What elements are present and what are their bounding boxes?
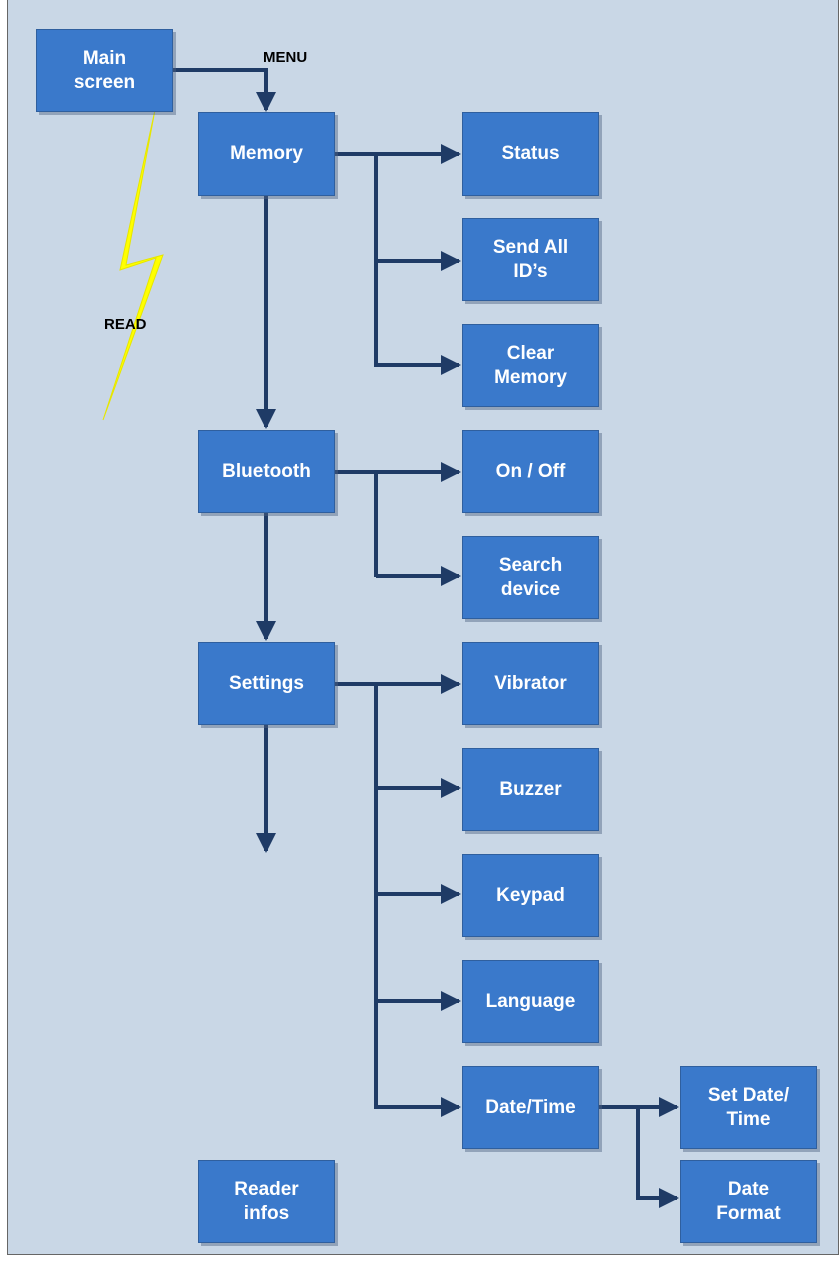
vibrator-node[interactable]: Vibrator	[462, 642, 599, 725]
buzzer-node[interactable]: Buzzer	[462, 748, 599, 831]
on-off-node[interactable]: On / Off	[462, 430, 599, 513]
main-screen-node[interactable]: Main screen	[36, 29, 173, 112]
language-node[interactable]: Language	[462, 960, 599, 1043]
keypad-node[interactable]: Keypad	[462, 854, 599, 937]
settings-node[interactable]: Settings	[198, 642, 335, 725]
search-device-node[interactable]: Search device	[462, 536, 599, 619]
connector-layer	[102, 68, 679, 1208]
connector-bluetooth-branch	[335, 470, 378, 577]
set-date-time-node[interactable]: Set Date/ Time	[680, 1066, 817, 1149]
memory-node[interactable]: Memory	[198, 112, 335, 196]
read-label: READ	[104, 316, 147, 333]
status-node[interactable]: Status	[462, 112, 599, 196]
diagram-canvas: MENU READ Main screen Memory Status Send…	[7, 0, 839, 1255]
date-format-node[interactable]: Date Format	[680, 1160, 817, 1243]
send-all-ids-node[interactable]: Send All ID’s	[462, 218, 599, 301]
connector-datetime-branch	[599, 1105, 640, 1200]
connector-settings-branch	[335, 682, 378, 826]
lightning-bolt-icon	[102, 109, 164, 421]
reader-infos-node[interactable]: Reader infos	[198, 1160, 335, 1243]
clear-memory-node[interactable]: Clear Memory	[462, 324, 599, 407]
connector-main-to-memory	[173, 68, 276, 112]
bluetooth-node[interactable]: Bluetooth	[198, 430, 335, 513]
date-time-node[interactable]: Date/Time	[462, 1066, 599, 1149]
menu-label: MENU	[263, 49, 308, 66]
connector-memory-branch	[335, 152, 378, 367]
